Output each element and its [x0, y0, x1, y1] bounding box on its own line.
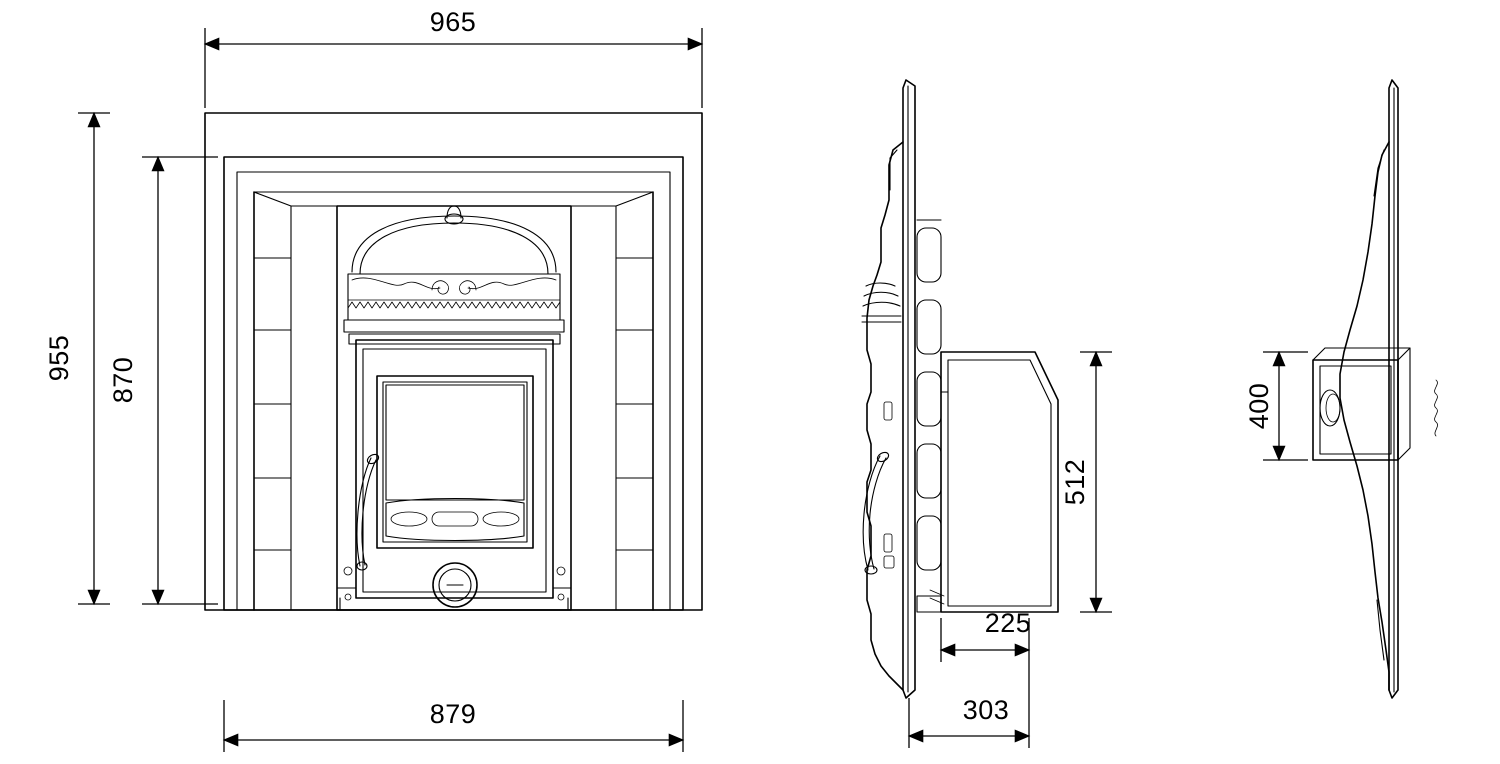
dimension-overall-width: 965 — [203, 7, 704, 108]
dimension-label-inner-height: 870 — [108, 357, 138, 404]
dimension-label-overall-height: 955 — [44, 335, 74, 382]
dimension-overall-height: 955 — [44, 111, 110, 606]
rear-side-view — [1312, 79, 1438, 699]
dimension-inner-height: 870 — [108, 155, 218, 606]
dimension-overall-depth: 303 — [907, 662, 1031, 748]
dimension-rear-height: 400 — [1244, 350, 1308, 462]
dimension-body-depth: 225 — [939, 608, 1032, 662]
side-section-view — [861, 79, 1059, 699]
dimension-body-height: 512 — [1060, 350, 1112, 614]
dimension-label-overall-width: 965 — [430, 7, 477, 37]
front-elevation-view — [204, 112, 703, 611]
dimension-inner-width: 879 — [222, 699, 685, 752]
dimension-label-overall-depth: 303 — [963, 695, 1010, 725]
dimension-label-rear-height: 400 — [1244, 383, 1274, 430]
dimension-label-body-depth: 225 — [985, 608, 1032, 638]
dimension-label-inner-width: 879 — [430, 699, 477, 729]
dimension-label-body-height: 512 — [1060, 459, 1090, 506]
